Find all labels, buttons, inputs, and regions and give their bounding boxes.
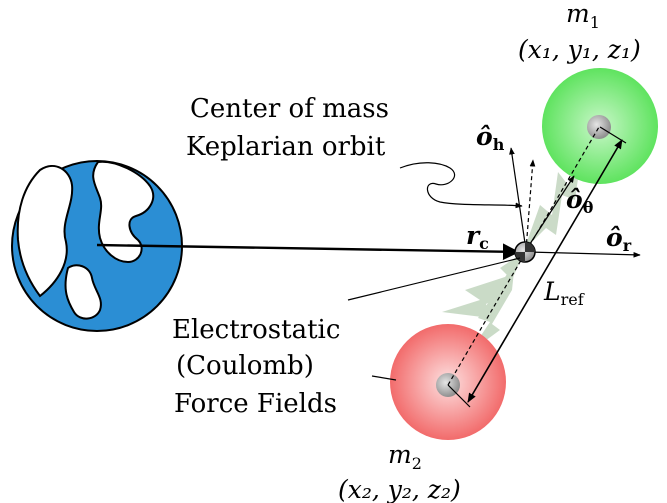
lref-label: Lref (543, 277, 585, 309)
oh-arrow (509, 147, 527, 251)
mass2-name-label: m2 (388, 440, 422, 473)
force-leader-line-2 (371, 375, 397, 381)
orbit-leader-line (399, 162, 523, 209)
force-label-line1: Electrostatic (172, 315, 340, 345)
mass1-coords-label: (x₁, y₁, z₁) (518, 35, 641, 64)
rc-arrow (96, 243, 520, 261)
velocity-dashed-arrow (525, 159, 536, 251)
mass2-sphere (390, 324, 506, 440)
otheta-label: ôθ (566, 185, 594, 217)
com-label-line2: Keplarian orbit (186, 132, 386, 162)
mass2-coords-label: (x₂, y₂, z₂) (338, 475, 461, 503)
com-label-line1: Center of mass (190, 94, 389, 124)
force-label-line2: (Coulomb) (176, 351, 314, 381)
oh-label: ôh (476, 122, 505, 154)
or-arrow (527, 251, 641, 258)
lref-arrow (467, 139, 623, 403)
mass1-name-label: m1 (566, 0, 600, 32)
force-leader-line-1 (347, 257, 521, 301)
rc-label: rc (466, 221, 489, 253)
center-of-mass-node (514, 241, 536, 263)
or-label: ôr (606, 223, 632, 255)
mass1-sphere (542, 68, 658, 184)
otheta-arrow (525, 175, 575, 251)
force-label-line3: Force Fields (174, 389, 337, 419)
